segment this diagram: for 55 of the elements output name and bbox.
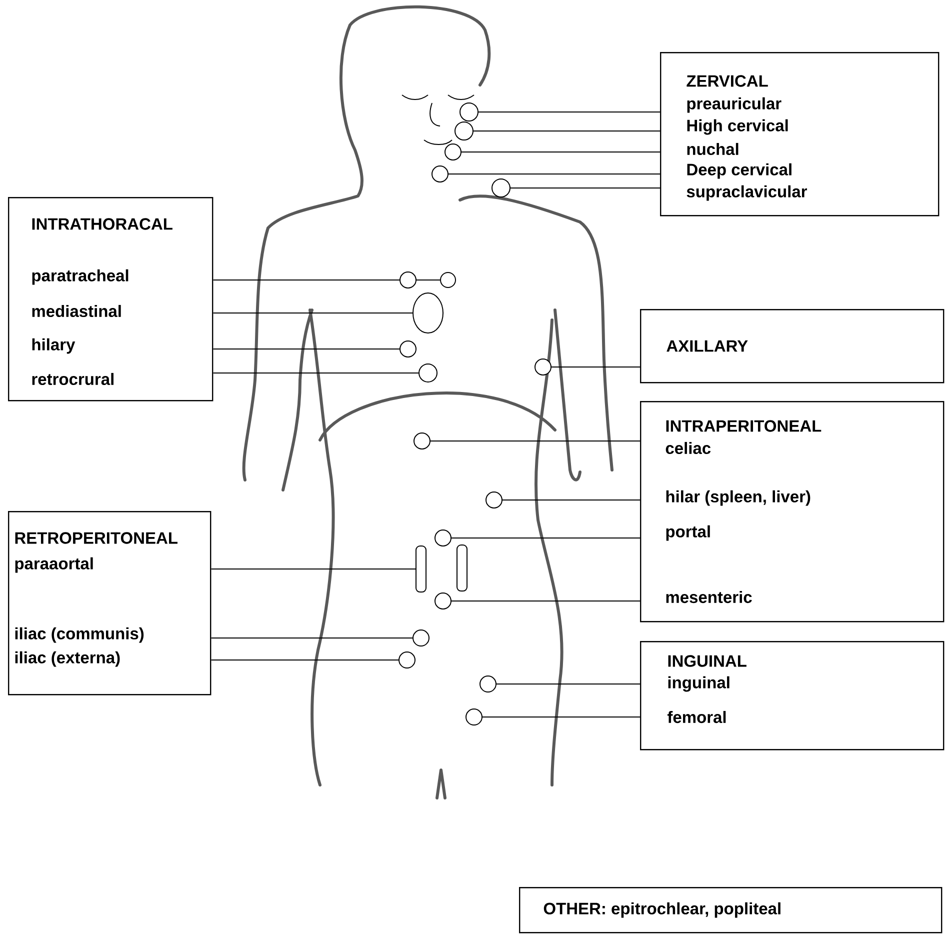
node-label: mediastinal: [32, 304, 121, 318]
node-label: femoral: [668, 710, 726, 724]
node-label: iliac (communis): [15, 627, 144, 643]
box-heading: RETROPERITONEAL: [15, 532, 178, 544]
box-heading: INGUINAL: [668, 655, 746, 667]
node-label: portal: [666, 525, 710, 541]
lymph-node-circle: [534, 358, 552, 376]
lymph-node-circle: [414, 432, 430, 450]
node-label: supraclavicular: [686, 185, 808, 201]
node-label: hilar (spleen, liver): [666, 490, 810, 506]
lymph-node-circle: [444, 144, 462, 160]
lymph-node-oval: [412, 292, 444, 334]
lymph-node-circle: [400, 272, 416, 288]
node-label: Deep cervical: [687, 163, 792, 179]
leader-line: [551, 366, 640, 368]
box-heading: INTRAPERITONEAL: [666, 420, 822, 432]
node-label: iliac (externa): [15, 651, 120, 667]
node-label: paraaortal: [15, 557, 93, 573]
lymph-node-circle: [400, 340, 416, 358]
node-label: retrocrural: [32, 372, 114, 386]
lymph-node-circle: [492, 178, 510, 198]
leader-line: [210, 568, 416, 570]
lymph-node-circle: [432, 166, 448, 182]
leader-line: [212, 372, 419, 374]
lymph-node-circle: [434, 592, 452, 610]
lymph-node-circle: [454, 122, 474, 140]
leader-line: [482, 716, 640, 718]
leader-line: [212, 348, 400, 350]
node-label: OTHER: epitrochlear, popliteal: [544, 902, 780, 918]
node-label: preauricular: [687, 97, 782, 113]
node-label: High cervical: [687, 119, 788, 135]
leader-line: [212, 312, 413, 314]
lymph-node-circle: [418, 364, 438, 382]
lymph-node-circle: [412, 630, 430, 646]
lymph-node-circle: [440, 272, 456, 288]
node-label: mesenteric: [666, 590, 752, 604]
lymph-node-circle: [460, 102, 478, 122]
lymph-node-bar: [456, 544, 468, 592]
leader-line: [473, 130, 660, 132]
leader-line: [430, 440, 640, 442]
lymph-node-circle: [434, 530, 452, 546]
box-heading: INTRATHORACAL: [32, 218, 172, 230]
lymph-node-bar: [416, 546, 426, 592]
node-label: hilary: [32, 338, 76, 354]
box-heading: ZERVICAL: [686, 75, 768, 87]
node-label: celiac: [666, 442, 711, 454]
node-label: nuchal: [687, 142, 738, 156]
lymph-node-circle: [398, 652, 416, 668]
lymph-node-circle: [480, 676, 496, 692]
lymph-node-circle: [466, 708, 482, 726]
leader-line: [451, 600, 640, 602]
node-label: paratracheal: [32, 269, 128, 285]
node-label: AXILLARY: [666, 340, 748, 352]
node-label: inguinal: [668, 676, 730, 692]
lymph-node-circle: [486, 492, 502, 508]
